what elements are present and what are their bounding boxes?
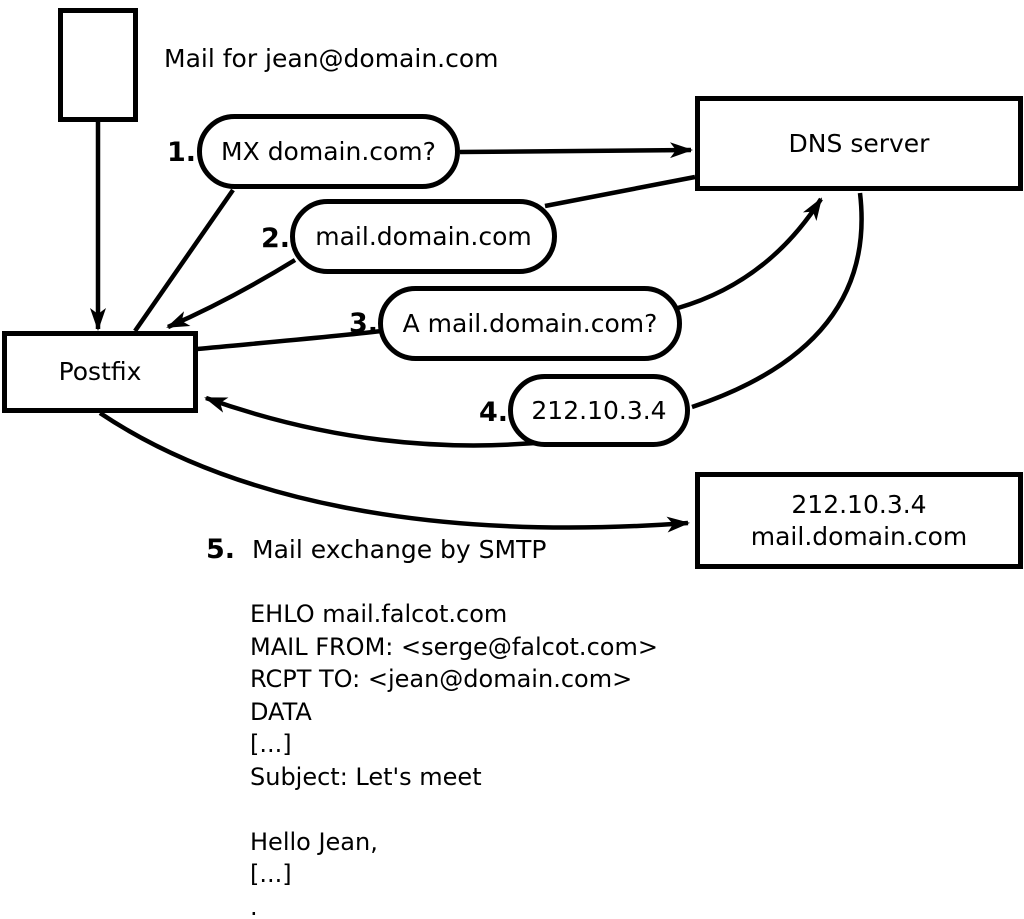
- step-4-label: 212.10.3.4: [531, 396, 667, 425]
- step-3-number: 3.: [348, 308, 378, 339]
- mail-for-label: Mail for jean@domain.com: [164, 44, 499, 73]
- arrow-smtp-session-to-mailserver: [98, 411, 690, 533]
- step-3-label: A mail.domain.com?: [402, 309, 658, 338]
- dns-server-label: DNS server: [788, 128, 930, 158]
- arrow-a-answer-to-postfix: [204, 395, 557, 448]
- step-5-number: 5.: [206, 534, 236, 565]
- arrow-a-query-to-dns: [677, 197, 823, 311]
- postfix-node: Postfix: [2, 331, 198, 413]
- step-1-pill-mx-query: MX domain.com?: [197, 114, 460, 189]
- line-dns-to-a-answer-pill: [691, 192, 864, 410]
- step-4-pill-a-answer: 212.10.3.4: [508, 374, 690, 447]
- line-postfix-to-a-query-pill: [196, 328, 383, 352]
- step-2-label: mail.domain.com: [315, 222, 532, 251]
- step-1-label: MX domain.com?: [221, 137, 436, 166]
- line-dns-to-mx-answer-pill: [544, 174, 696, 209]
- step-3-pill-a-query: A mail.domain.com?: [378, 286, 682, 361]
- step-1-number: 1.: [166, 137, 196, 168]
- mail-server-ip: 212.10.3.4: [791, 489, 927, 519]
- step-4-number: 4.: [478, 397, 508, 428]
- arrow-mx-query-to-dns: [459, 142, 693, 159]
- mail-message-box: [58, 8, 138, 122]
- smtp-session-transcript: EHLO mail.falcot.com MAIL FROM: <serge@f…: [250, 600, 658, 919]
- arrow-mx-answer-to-postfix: [166, 258, 297, 330]
- step-2-pill-mx-answer: mail.domain.com: [290, 199, 557, 274]
- step-5-caption: 5. Mail exchange by SMTP: [206, 534, 546, 565]
- postfix-label: Postfix: [58, 357, 142, 386]
- mail-server-node: 212.10.3.4 mail.domain.com: [695, 472, 1023, 569]
- dns-server-node: DNS server: [695, 96, 1023, 191]
- mail-server-host: mail.domain.com: [750, 521, 968, 551]
- step-2-number: 2.: [260, 223, 290, 254]
- step-5-label: Mail exchange by SMTP: [252, 535, 547, 564]
- line-postfix-to-mx-query-pill: [133, 188, 235, 333]
